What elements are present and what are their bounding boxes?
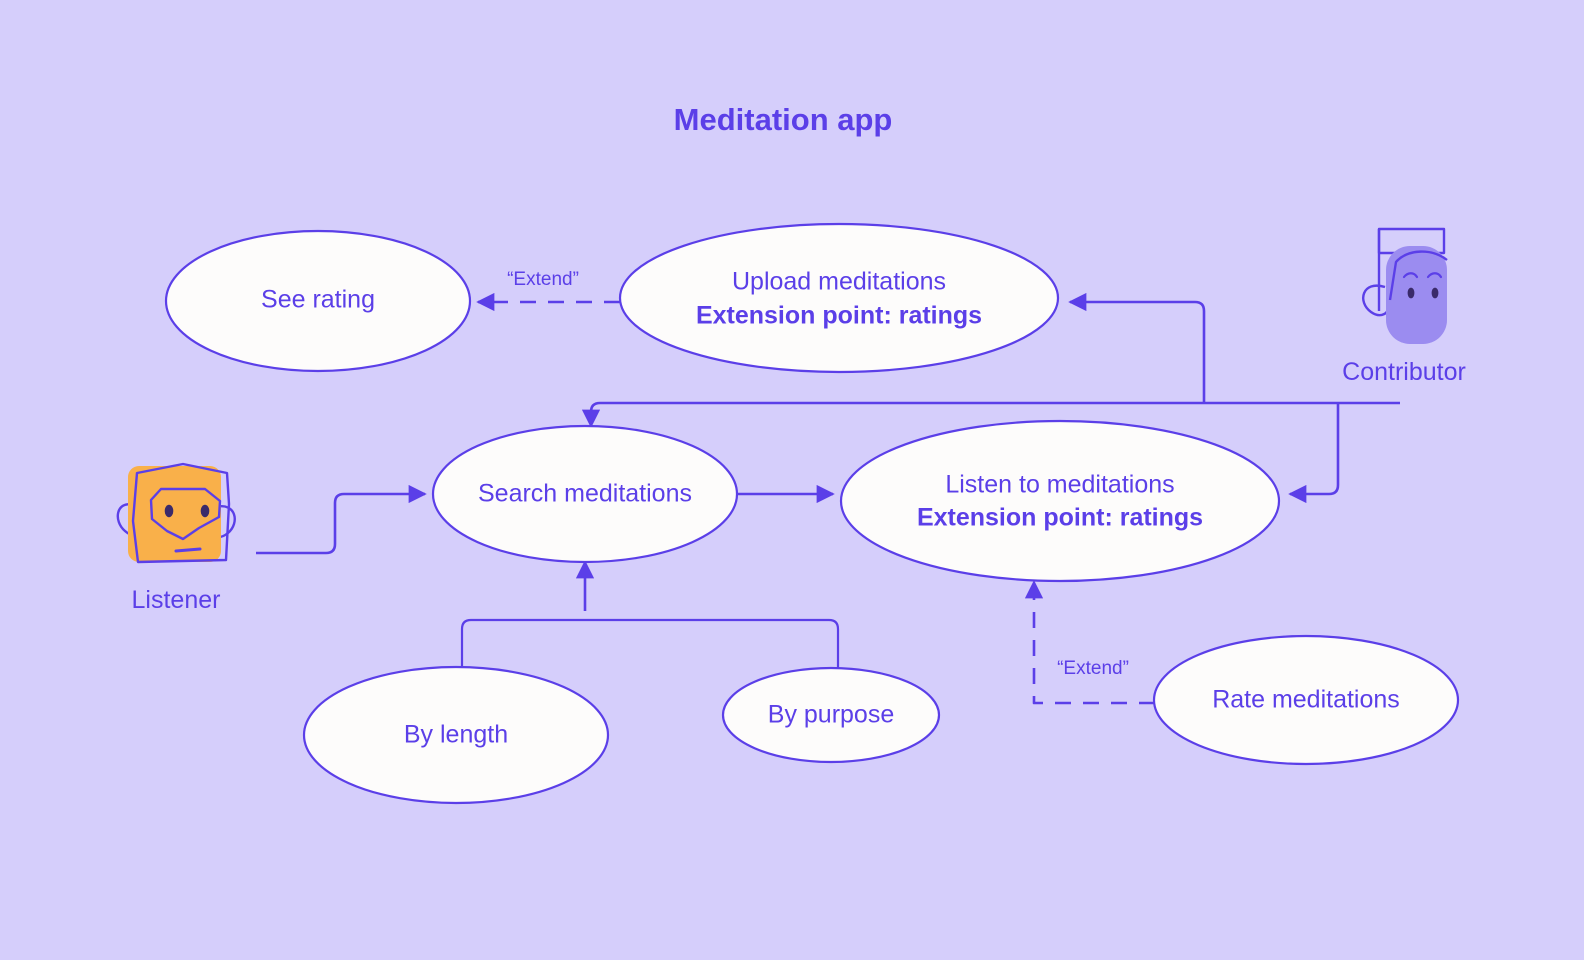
listener-eye-right-icon <box>200 504 210 518</box>
use-case-ellipse <box>164 229 472 373</box>
edge-contributor-to-listen <box>1288 403 1340 504</box>
contributor-eyebrow-left-icon <box>1402 272 1419 279</box>
use-case-label-line1: Rate meditations <box>1212 686 1400 714</box>
page-title: Meditation app <box>674 102 893 137</box>
listener-face-icon <box>116 462 236 564</box>
actor-label: Listener <box>132 586 221 614</box>
use-case-by-purpose[interactable]: By purpose <box>721 666 941 764</box>
use-case-label-line1: By purpose <box>768 701 894 729</box>
use-case-label-line2: Extension point: ratings <box>696 302 982 330</box>
use-case-search-meditations[interactable]: Search meditations <box>431 424 739 564</box>
contributor-ear-icon <box>1362 284 1390 317</box>
edge-label-extend-upload: “Extend” <box>507 269 579 290</box>
listener-head-outline <box>131 462 231 564</box>
contributor-face-icon <box>1362 227 1448 344</box>
use-case-listen-to-meditations[interactable]: Listen to meditations Extension point: r… <box>839 419 1281 583</box>
actor-label: Contributor <box>1342 358 1466 386</box>
actor-contributor[interactable]: Contributor <box>1342 227 1466 386</box>
listener-beard-outline <box>149 487 222 541</box>
edge-listener-to-search <box>256 484 427 555</box>
use-case-label-line1: See rating <box>261 286 375 314</box>
use-case-label-line1: Listen to meditations <box>945 471 1174 499</box>
use-case-rate-meditations[interactable]: Rate meditations <box>1152 634 1460 766</box>
listener-eye-left-icon <box>164 504 174 518</box>
use-case-label-line1: By length <box>404 721 508 749</box>
edge-contributor-to-upload <box>1068 292 1206 403</box>
edge-fork-bar <box>460 618 840 735</box>
contributor-eye-left-icon <box>1407 287 1415 299</box>
edge-bus-to-search <box>581 401 1204 428</box>
contributor-eye-right-icon <box>1431 287 1439 299</box>
use-case-ellipse <box>431 424 739 564</box>
use-case-ellipse <box>721 666 941 764</box>
use-case-ellipse <box>618 222 1060 374</box>
use-case-ellipse <box>839 419 1281 583</box>
use-case-label-line1: Upload meditations <box>732 268 946 296</box>
edge-label-extend-rate: “Extend” <box>1057 658 1129 679</box>
use-case-ellipse <box>1152 634 1460 766</box>
use-case-label-line2: Extension point: ratings <box>917 504 1203 532</box>
contributor-head-fill <box>1386 246 1447 344</box>
use-case-label-line1: Search meditations <box>478 480 692 508</box>
contributor-eyebrow-right-icon <box>1426 272 1443 279</box>
use-case-see-rating[interactable]: See rating <box>164 229 472 373</box>
actor-listener[interactable]: Listener <box>116 462 236 614</box>
edge-extend-rate-to-listen <box>1024 580 1155 705</box>
use-case-ellipse <box>302 665 610 805</box>
contributor-hair-outline <box>1388 250 1448 301</box>
use-case-upload-meditations[interactable]: Upload meditations Extension point: rati… <box>618 222 1060 374</box>
use-case-by-length[interactable]: By length <box>302 665 610 805</box>
listener-mouth-icon <box>174 547 202 553</box>
